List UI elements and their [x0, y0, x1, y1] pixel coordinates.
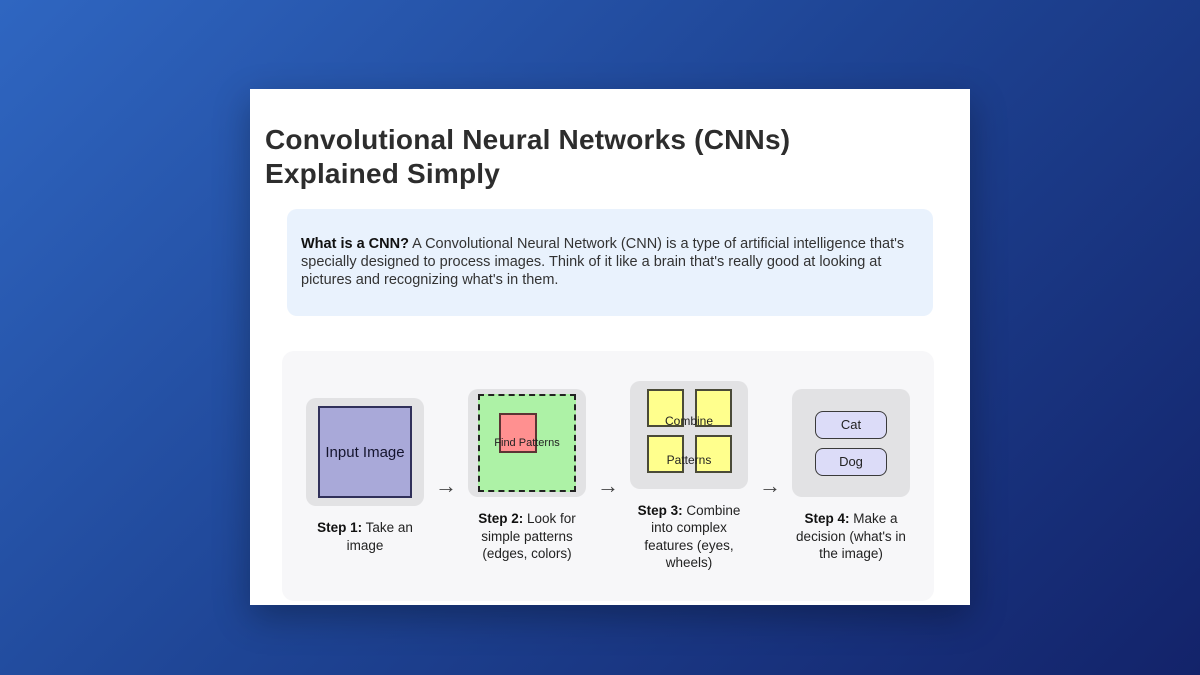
step-column-4: Cat Dog Step 4: Make a decision (what's …	[782, 389, 920, 563]
intro-body: A Convolutional Neural Network (CNN) is …	[301, 236, 905, 288]
diagram-panel: Input Image Step 1: Take an image → Find…	[282, 351, 934, 601]
feature-square	[646, 388, 684, 427]
step-column-1: Input Image Step 1: Take an image	[296, 398, 434, 554]
pattern-scan-label: Find Patterns	[494, 437, 560, 450]
step-2-caption: Step 2: Look for simple patterns (edges,…	[478, 511, 576, 562]
step-4-card: Cat Dog	[792, 389, 910, 498]
intro-label: What is a CNN?	[301, 236, 409, 252]
step-column-2: Find Patterns Step 2: Look for simple pa…	[458, 389, 596, 563]
decision-option-dog: Dog	[815, 447, 887, 476]
step-2-card: Find Patterns	[468, 389, 586, 498]
decision-option-cat: Cat	[815, 410, 887, 439]
step-1-card: Input Image	[306, 398, 424, 506]
right-arrow-icon: →	[597, 473, 619, 498]
intro-box: What is a CNN? A Convolutional Neural Ne…	[287, 209, 933, 316]
patterns-label: Patterns	[666, 452, 712, 467]
page-title: Convolutional Neural Networks (CNNs) Exp…	[265, 123, 791, 189]
input-image-square: Input Image	[318, 406, 412, 498]
feature-square	[694, 434, 732, 473]
step-3-caption: Step 3: Combine into complex features (e…	[637, 502, 741, 571]
step-3-card: Combine Patterns	[630, 380, 748, 489]
right-arrow-icon: →	[435, 473, 457, 498]
feature-square	[694, 388, 732, 427]
step-1-caption: Step 1: Take an image	[317, 520, 413, 553]
decision-options: Cat Dog	[815, 410, 887, 476]
feature-square	[646, 434, 684, 473]
right-arrow-icon: →	[759, 473, 781, 498]
feature-grid	[646, 388, 732, 473]
step-column-3: Combine Patterns Step 3: Combine into co…	[620, 380, 758, 572]
pattern-patch-square	[499, 413, 537, 454]
pattern-scan-square: Find Patterns	[478, 394, 576, 493]
combine-label: Combine	[664, 413, 714, 428]
step-4-caption: Step 4: Make a decision (what's in the i…	[796, 511, 906, 562]
steps-row: Input Image Step 1: Take an image → Find…	[282, 351, 934, 601]
intro-text: What is a CNN? A Convolutional Neural Ne…	[301, 235, 917, 289]
content-card: Convolutional Neural Networks (CNNs) Exp…	[250, 89, 970, 605]
